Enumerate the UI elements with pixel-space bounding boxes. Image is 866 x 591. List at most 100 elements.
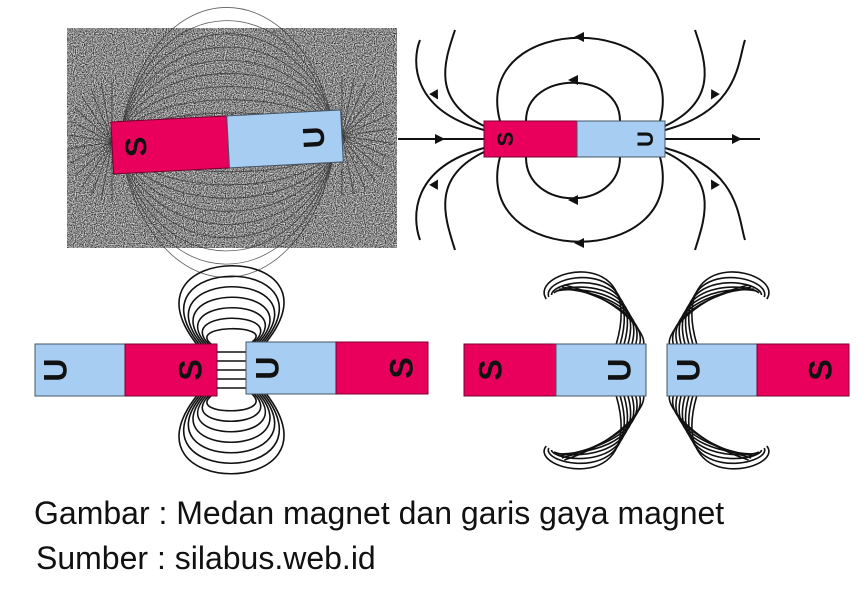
filings-ray <box>341 128 392 137</box>
field-line <box>187 393 276 454</box>
field-line <box>556 288 635 345</box>
arrow-head <box>429 89 438 100</box>
unlike-poles-panel: U S U S <box>34 265 429 475</box>
field-line <box>556 395 635 455</box>
field-line <box>197 393 266 433</box>
north-pole-block <box>245 341 337 395</box>
south-pole-block <box>124 343 218 397</box>
arrow-head <box>568 195 578 205</box>
south-pole-block <box>463 343 557 397</box>
filings-arc <box>119 46 336 137</box>
field-line <box>561 395 642 459</box>
filings-ray <box>69 141 113 164</box>
figure-caption: Gambar : Medan magnet dan garis gaya mag… <box>34 495 725 531</box>
north-pole-block <box>666 343 758 397</box>
filings-arc <box>119 33 336 137</box>
north-pole-block <box>576 120 666 158</box>
north-pole-block <box>34 343 126 397</box>
filings-arc <box>119 7 336 137</box>
filings-ray <box>341 90 376 137</box>
field-line <box>206 327 257 345</box>
arrow-head <box>711 179 720 190</box>
arrow-head <box>429 179 438 190</box>
figure-source: Sumber : silabus.web.id <box>36 540 376 576</box>
field-line <box>415 147 485 241</box>
filings-ray <box>341 77 355 137</box>
filings-ray <box>90 141 113 196</box>
field-line <box>678 395 757 455</box>
north-pole-block <box>226 109 344 169</box>
field-line <box>685 282 763 345</box>
field-line <box>543 271 622 345</box>
filings-arc <box>119 20 336 137</box>
field-line <box>685 395 763 460</box>
pole-label-u: U <box>297 126 331 149</box>
field-line <box>182 393 281 465</box>
field-line <box>553 395 632 456</box>
field-line <box>664 39 746 131</box>
filings-magnet-bar: S U <box>110 109 344 175</box>
pole-label-s: S <box>120 136 154 158</box>
pole-label-u: U <box>670 358 706 381</box>
field-line <box>543 395 622 470</box>
filings-ray <box>341 101 384 137</box>
field-line <box>671 395 752 459</box>
filings-ray <box>90 88 113 143</box>
field-line <box>547 395 625 465</box>
field-line <box>668 284 749 345</box>
filings-ray <box>69 120 113 143</box>
north-pole-block <box>555 343 647 397</box>
like-poles-panel: S U U S <box>463 271 850 470</box>
filings-ray <box>100 83 113 143</box>
field-line <box>197 307 266 345</box>
filings-ray <box>341 135 376 182</box>
filings-ray <box>341 114 389 137</box>
arrow-head <box>574 238 584 248</box>
field-line <box>415 39 485 131</box>
pole-label-s: S <box>383 357 419 378</box>
single-magnet-panel <box>398 29 760 251</box>
filings-ray <box>341 135 389 158</box>
field-line <box>444 151 485 251</box>
field-line <box>664 151 706 251</box>
field-line <box>201 317 262 345</box>
pole-label-u: U <box>633 131 658 147</box>
field-line <box>178 393 285 475</box>
field-line <box>192 296 271 345</box>
pole-label-s: S <box>172 359 208 380</box>
filings-arc <box>119 145 336 239</box>
field-line <box>525 156 621 200</box>
filings-arc <box>119 145 336 265</box>
filings-arc <box>119 145 336 225</box>
filings-ray <box>81 96 113 143</box>
arrow-head <box>732 134 742 144</box>
field-line <box>178 265 285 345</box>
field-line <box>681 395 760 456</box>
field-line <box>691 271 770 345</box>
field-line <box>550 282 628 345</box>
filings-arc <box>119 86 336 137</box>
pole-label-u: U <box>601 358 637 381</box>
pole-label-s: S <box>493 132 518 147</box>
filings-ray <box>341 135 366 190</box>
field-line <box>444 29 485 127</box>
filings-ray <box>341 135 384 171</box>
field-line <box>182 275 281 345</box>
field-line <box>691 395 770 470</box>
field-line <box>553 286 632 345</box>
field-line <box>201 393 262 422</box>
pole-label-s: S <box>472 359 508 380</box>
pole-label-s: S <box>802 359 838 380</box>
south-pole-block <box>756 343 850 397</box>
field-line <box>192 393 271 443</box>
filings-ray <box>67 134 113 143</box>
repel-field-lines <box>543 271 770 470</box>
filings-ray <box>341 135 355 195</box>
field-line <box>688 276 766 345</box>
arrow-head <box>568 75 578 85</box>
field-line <box>688 395 766 465</box>
field-line <box>681 286 760 345</box>
arrow-head <box>574 32 584 42</box>
pole-label-u: U <box>37 358 73 381</box>
